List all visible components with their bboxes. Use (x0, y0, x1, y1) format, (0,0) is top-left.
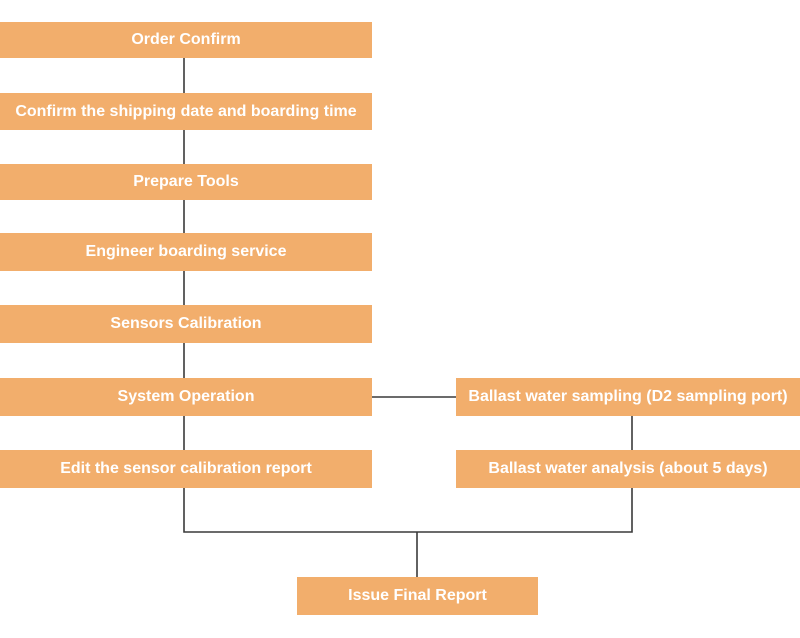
step-label: Confirm the shipping date and boarding t… (15, 102, 357, 120)
step-label: Edit the sensor calibration report (60, 460, 312, 477)
connector-merge (183, 488, 633, 533)
step-ballast-analysis: Ballast water analysis (about 5 days) (456, 450, 800, 488)
step-prepare-tools: Prepare Tools (0, 164, 372, 200)
step-label: System Operation (117, 388, 255, 405)
step-order-confirm: Order Confirm (0, 22, 372, 58)
step-ballast-sampling: Ballast water sampling (D2 sampling port… (456, 378, 800, 416)
step-label: Issue Final Report (348, 587, 487, 604)
step-issue-final-report: Issue Final Report (297, 577, 538, 615)
step-edit-calibration-report: Edit the sensor calibration report (0, 450, 372, 488)
step-confirm-shipping-date: Confirm the shipping date and boarding t… (0, 93, 372, 130)
step-label: Order Confirm (131, 31, 241, 48)
step-label: Ballast water analysis (about 5 days) (488, 460, 768, 477)
step-label: Sensors Calibration (110, 315, 262, 332)
step-engineer-boarding: Engineer boarding service (0, 233, 372, 271)
step-system-operation: System Operation (0, 378, 372, 416)
step-label: Ballast water sampling (D2 sampling port… (468, 388, 788, 405)
step-label: Prepare Tools (133, 173, 239, 190)
step-label: Engineer boarding service (85, 243, 287, 260)
step-sensors-calibration: Sensors Calibration (0, 305, 372, 343)
